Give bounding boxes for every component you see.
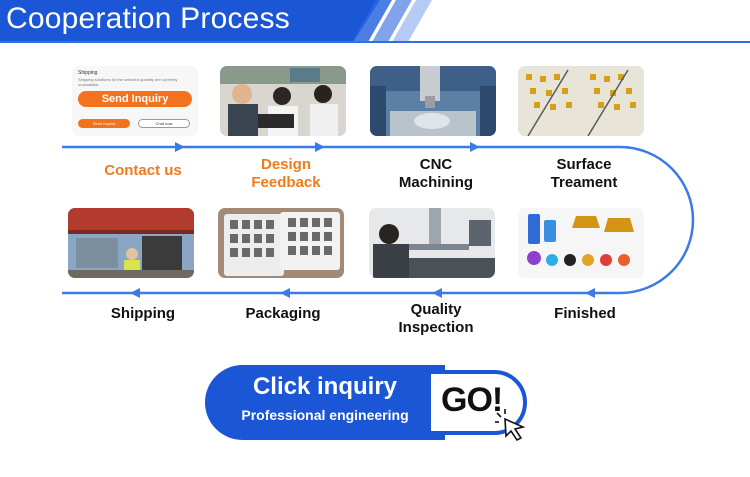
- arrow-right-icon: [175, 142, 185, 152]
- inquiry-cta-button[interactable]: Click inquiry Professional engineering G…: [205, 365, 535, 442]
- step-label-finished: Finished: [554, 305, 616, 322]
- cta-subtitle: Professional engineering: [241, 407, 409, 423]
- header-underline: [0, 41, 750, 43]
- step-label-surface-treament: Surface Treament: [550, 156, 618, 191]
- step-label-quality-inspection: Quality Inspection: [398, 301, 474, 336]
- gold-parts-rack-image: [518, 66, 644, 136]
- step-label-packaging: Packaging: [245, 305, 321, 322]
- cnc-machine-image: [370, 66, 496, 136]
- arrow-right-icon: [315, 142, 325, 152]
- cta-title: Click inquiry: [252, 373, 398, 400]
- inquiry-form-image: Shipping Shipping solutions for the sele…: [72, 66, 198, 136]
- arrow-left-icon: [280, 288, 290, 298]
- cursor-click-icon: [495, 409, 526, 442]
- step-label-shipping: Shipping: [110, 305, 176, 322]
- arrow-right-icon: [470, 142, 480, 152]
- page-title: Cooperation Process: [6, 2, 290, 35]
- forklift-container-image: [68, 208, 194, 278]
- arrow-left-icon: [585, 288, 595, 298]
- step-label-design-feedback: Design Feedback: [251, 156, 321, 191]
- arrow-left-icon: [432, 288, 442, 298]
- anodized-parts-image: [518, 208, 644, 278]
- step-label-cnc-machining: CNC Machining: [398, 156, 474, 191]
- cta-go-label[interactable]: GO!: [441, 381, 503, 419]
- header-banner: Cooperation Process: [0, 0, 750, 43]
- cta-blue-panel[interactable]: [205, 365, 445, 440]
- step-label-contact-us: Contact us: [104, 162, 182, 179]
- header-bar: [0, 0, 380, 42]
- arrow-left-icon: [130, 288, 140, 298]
- foam-tray-parts-image: [218, 208, 344, 278]
- engineers-meeting-image: [220, 66, 346, 136]
- cmm-inspection-image: [369, 208, 495, 278]
